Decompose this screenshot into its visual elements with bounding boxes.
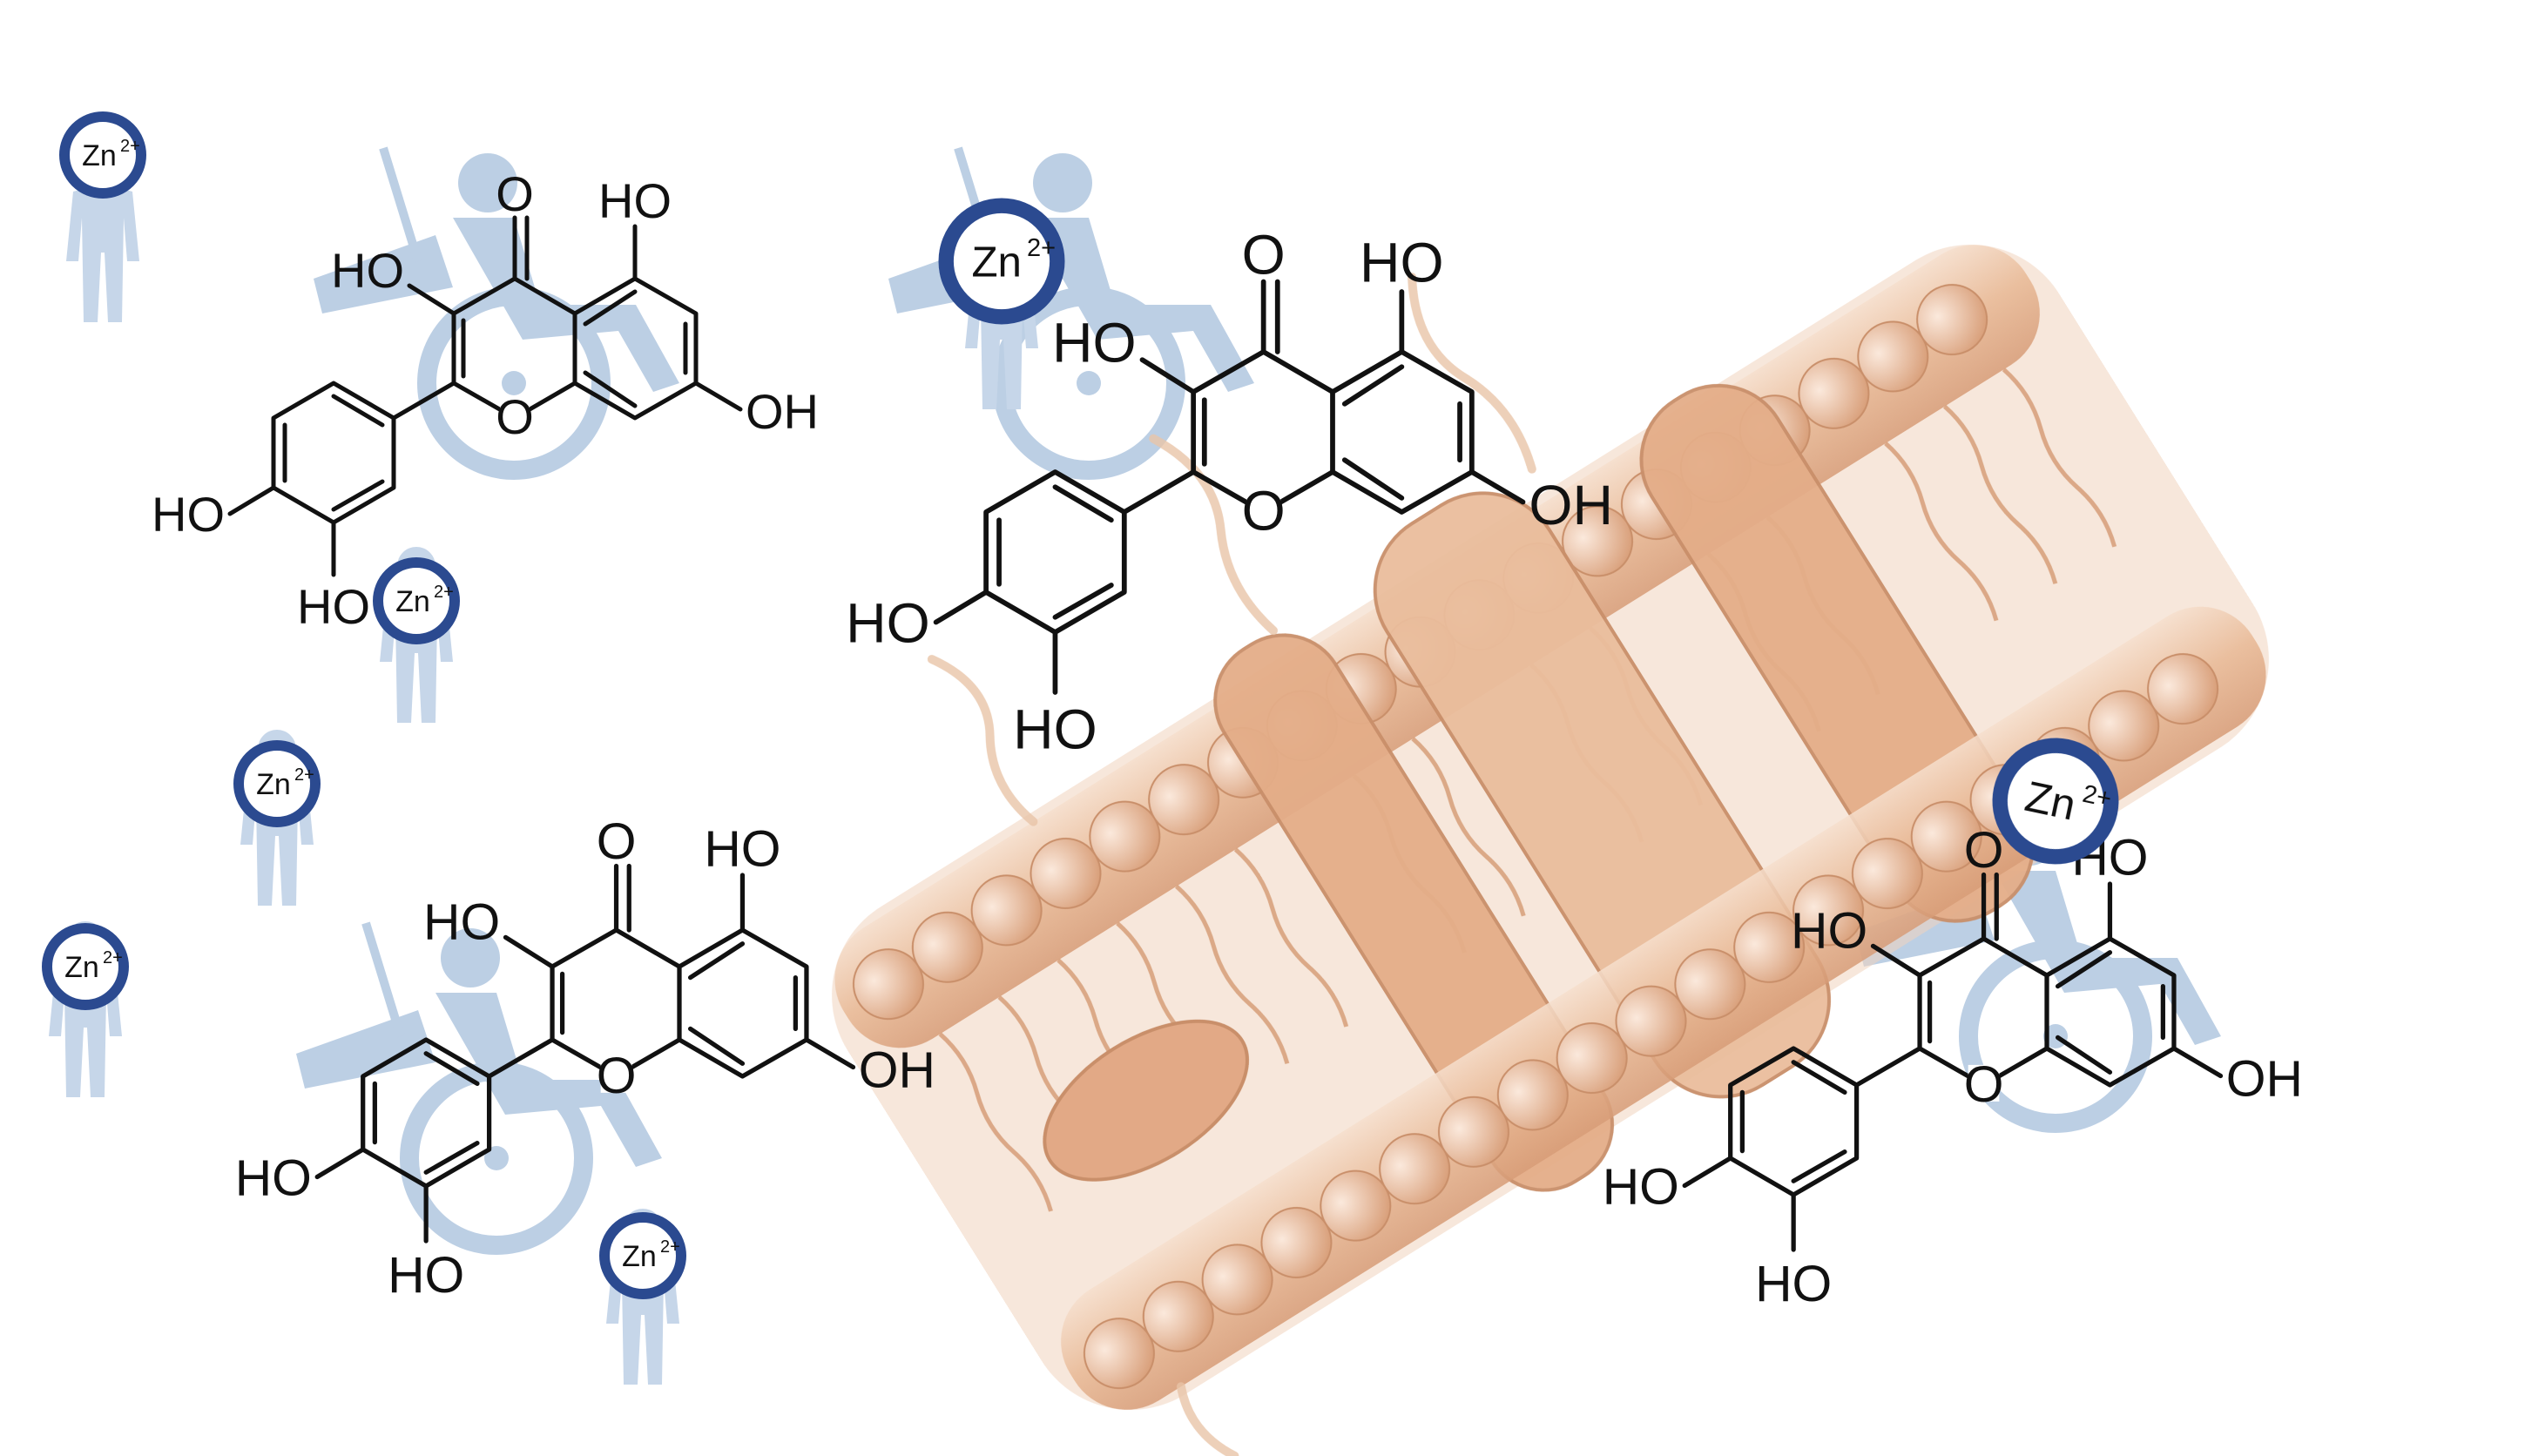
glycocalyx-chains	[927, 273, 1536, 1456]
lipid-bilayer-membrane	[832, 244, 2269, 1456]
zinc-ion	[378, 563, 455, 639]
zinc-ion	[47, 928, 124, 1005]
zinc-ion	[604, 1217, 681, 1294]
zinc-ion	[64, 117, 141, 193]
wheelchair-silhouette-icon	[888, 148, 1254, 470]
zinc-ion	[239, 745, 315, 822]
zinc-ion	[946, 206, 1057, 317]
